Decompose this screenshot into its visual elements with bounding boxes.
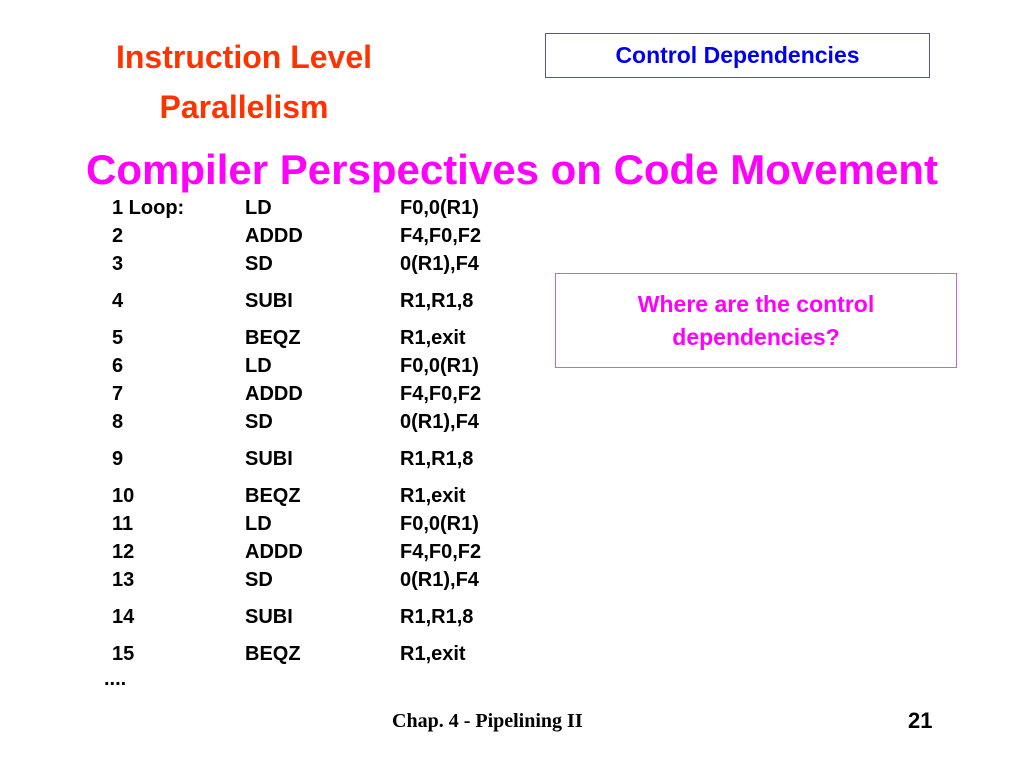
code-row: 12 ADDD F4,F0,F2 [112,538,532,566]
operands: F0,0(R1) [400,197,479,219]
opcode: LD [245,513,272,535]
question-line1: Where are the control [637,290,875,317]
opcode: ADDD [245,383,303,405]
opcode: ADDD [245,225,303,247]
opcode: BEQZ [245,327,301,349]
opcode: BEQZ [245,643,301,665]
slide-title-line1: Instruction Level [115,39,373,75]
line-number: 2 [112,225,124,247]
line-number: 3 [112,253,124,275]
code-row: 3 SD 0(R1),F4 [112,250,532,278]
slide-title: Instruction Level Parallelism [60,32,428,132]
slide-title-line2: Parallelism [159,89,329,125]
operands: R1,exit [400,327,466,349]
opcode: SUBI [245,448,293,470]
line-number: 5 [112,327,124,349]
operands: 0(R1),F4 [400,253,479,275]
line-number: 10 [112,485,135,507]
code-listing: 1 Loop: LD F0,0(R1) 2 ADDD F4,F0,F2 3 SD… [112,194,532,668]
code-row: 5 BEQZ R1,exit [112,324,532,352]
line-number: 4 [112,290,124,312]
operands: R1,R1,8 [400,606,474,628]
section-label: Control Dependencies [615,42,860,68]
line-number: 1 Loop: [112,197,185,219]
opcode: LD [245,197,272,219]
line-number: 13 [112,569,135,591]
line-number: 7 [112,383,124,405]
code-row: 11 LD F0,0(R1) [112,510,532,538]
operands: F0,0(R1) [400,513,479,535]
code-row: 9 SUBI R1,R1,8 [112,445,532,473]
operands: R1,R1,8 [400,290,474,312]
code-row: 4 SUBI R1,R1,8 [112,287,532,315]
operands: R1,exit [400,485,466,507]
code-row: 2 ADDD F4,F0,F2 [112,222,532,250]
main-heading: Compiler Perspectives on Code Movement [86,146,938,193]
opcode: SUBI [245,606,293,628]
operands: 0(R1),F4 [400,411,479,433]
footer-chapter: Chap. 4 - Pipelining II [392,710,583,732]
operands: 0(R1),F4 [400,569,479,591]
code-row: 14 SUBI R1,R1,8 [112,603,532,631]
opcode: LD [245,355,272,377]
opcode: SUBI [245,290,293,312]
code-ellipsis: .... [104,668,127,690]
line-number: 9 [112,448,124,470]
code-row: 1 Loop: LD F0,0(R1) [112,194,532,222]
opcode: SD [245,411,273,433]
line-number: 12 [112,541,135,563]
operands: F4,F0,F2 [400,225,482,247]
question-callout: Where are the control dependencies? [555,273,957,368]
code-row: 6 LD F0,0(R1) [112,352,532,380]
line-number: 8 [112,411,124,433]
section-label-box: Control Dependencies [545,33,930,78]
opcode: SD [245,569,273,591]
opcode: ADDD [245,541,303,563]
line-number: 15 [112,643,135,665]
operands: F4,F0,F2 [400,541,482,563]
line-number: 14 [112,606,135,628]
code-row: 15 BEQZ R1,exit [112,640,532,668]
code-row: 7 ADDD F4,F0,F2 [112,380,532,408]
question-line2: dependencies? [672,323,840,350]
opcode: BEQZ [245,485,301,507]
operands: R1,R1,8 [400,448,474,470]
code-row: 10 BEQZ R1,exit [112,482,532,510]
operands: R1,exit [400,643,466,665]
code-row: 13 SD 0(R1),F4 [112,566,532,594]
operands: F0,0(R1) [400,355,479,377]
code-row: 8 SD 0(R1),F4 [112,408,532,436]
operands: F4,F0,F2 [400,383,482,405]
opcode: SD [245,253,273,275]
line-number: 6 [112,355,124,377]
page-number: 21 [908,708,933,733]
line-number: 11 [112,513,134,535]
